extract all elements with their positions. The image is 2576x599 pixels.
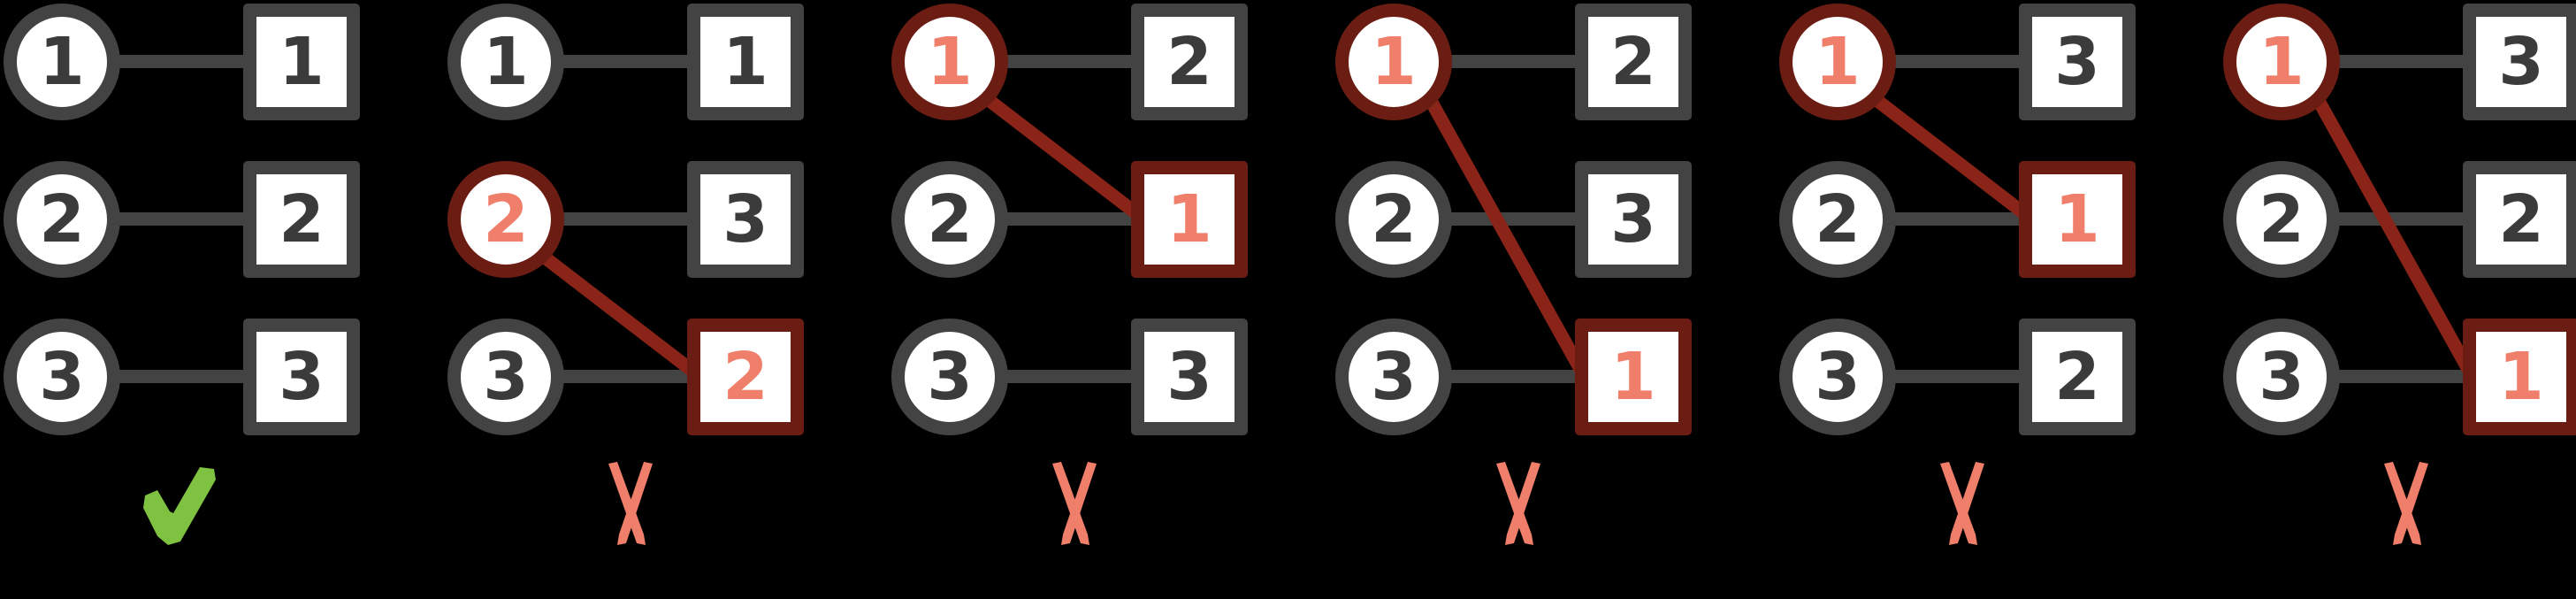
row-connector [1450,212,1583,226]
square-node[interactable]: 2 [1131,4,1248,120]
ellipse-node[interactable]: 1 [2223,4,2340,120]
ellipse-node[interactable]: 1 [891,4,1008,120]
row-connector [118,370,251,383]
square-node[interactable]: 3 [2019,4,2136,120]
square-node[interactable]: 1 [2019,161,2136,278]
verdict-mark [562,449,695,556]
square-node[interactable]: 1 [243,4,360,120]
square-node[interactable]: 3 [1575,161,1692,278]
ellipse-node[interactable]: 3 [1335,319,1452,435]
square-node[interactable]: 1 [1131,161,1248,278]
ellipse-node[interactable]: 2 [1335,161,1452,278]
row-connector [562,370,695,383]
cross-mark-icon [1496,462,1540,545]
cross-mark-icon [1052,462,1097,545]
row-connector [2338,55,2471,68]
ellipse-node[interactable]: 2 [447,161,564,278]
verdict-mark [1894,449,2027,556]
square-node[interactable]: 2 [243,161,360,278]
ellipse-node[interactable]: 1 [447,4,564,120]
square-node[interactable]: 2 [2019,319,2136,435]
row-connector [1450,370,1583,383]
check-mark-icon [143,467,216,545]
row-connector [562,55,695,68]
ellipse-node[interactable]: 3 [447,319,564,435]
square-node[interactable]: 3 [2463,4,2576,120]
ellipse-node[interactable]: 1 [4,4,120,120]
row-connector [1894,55,2027,68]
row-connector [2338,212,2471,226]
square-node[interactable]: 2 [1575,4,1692,120]
square-node[interactable]: 1 [1575,319,1692,435]
ellipse-node[interactable]: 1 [1335,4,1452,120]
row-connector [1450,55,1583,68]
row-connector [1006,370,1139,383]
ellipse-node[interactable]: 3 [2223,319,2340,435]
cross-mark-icon [608,462,653,545]
cross-mark-icon [2384,462,2428,545]
row-connector [1006,212,1139,226]
ellipse-node[interactable]: 2 [1779,161,1896,278]
ellipse-node[interactable]: 3 [891,319,1008,435]
verdict-mark [1006,449,1139,556]
row-connector [562,212,695,226]
verdict-mark [2338,449,2471,556]
ellipse-node[interactable]: 3 [1779,319,1896,435]
square-node[interactable]: 1 [687,4,804,120]
square-node[interactable]: 2 [2463,161,2576,278]
row-connector [1006,55,1139,68]
ellipse-node[interactable]: 2 [891,161,1008,278]
square-node[interactable]: 2 [687,319,804,435]
row-connector [1894,370,2027,383]
square-node[interactable]: 3 [687,161,804,278]
row-connector [2338,370,2471,383]
ellipse-node[interactable]: 3 [4,319,120,435]
row-connector [1894,212,2027,226]
cross-mark-icon [1940,462,1984,545]
ellipse-node[interactable]: 1 [1779,4,1896,120]
ellipse-node[interactable]: 2 [2223,161,2340,278]
square-node[interactable]: 1 [2463,319,2576,435]
square-node[interactable]: 3 [243,319,360,435]
row-connector [118,55,251,68]
verdict-mark [118,449,251,556]
square-node[interactable]: 3 [1131,319,1248,435]
ellipse-node[interactable]: 2 [4,161,120,278]
row-connector [118,212,251,226]
verdict-mark [1450,449,1583,556]
